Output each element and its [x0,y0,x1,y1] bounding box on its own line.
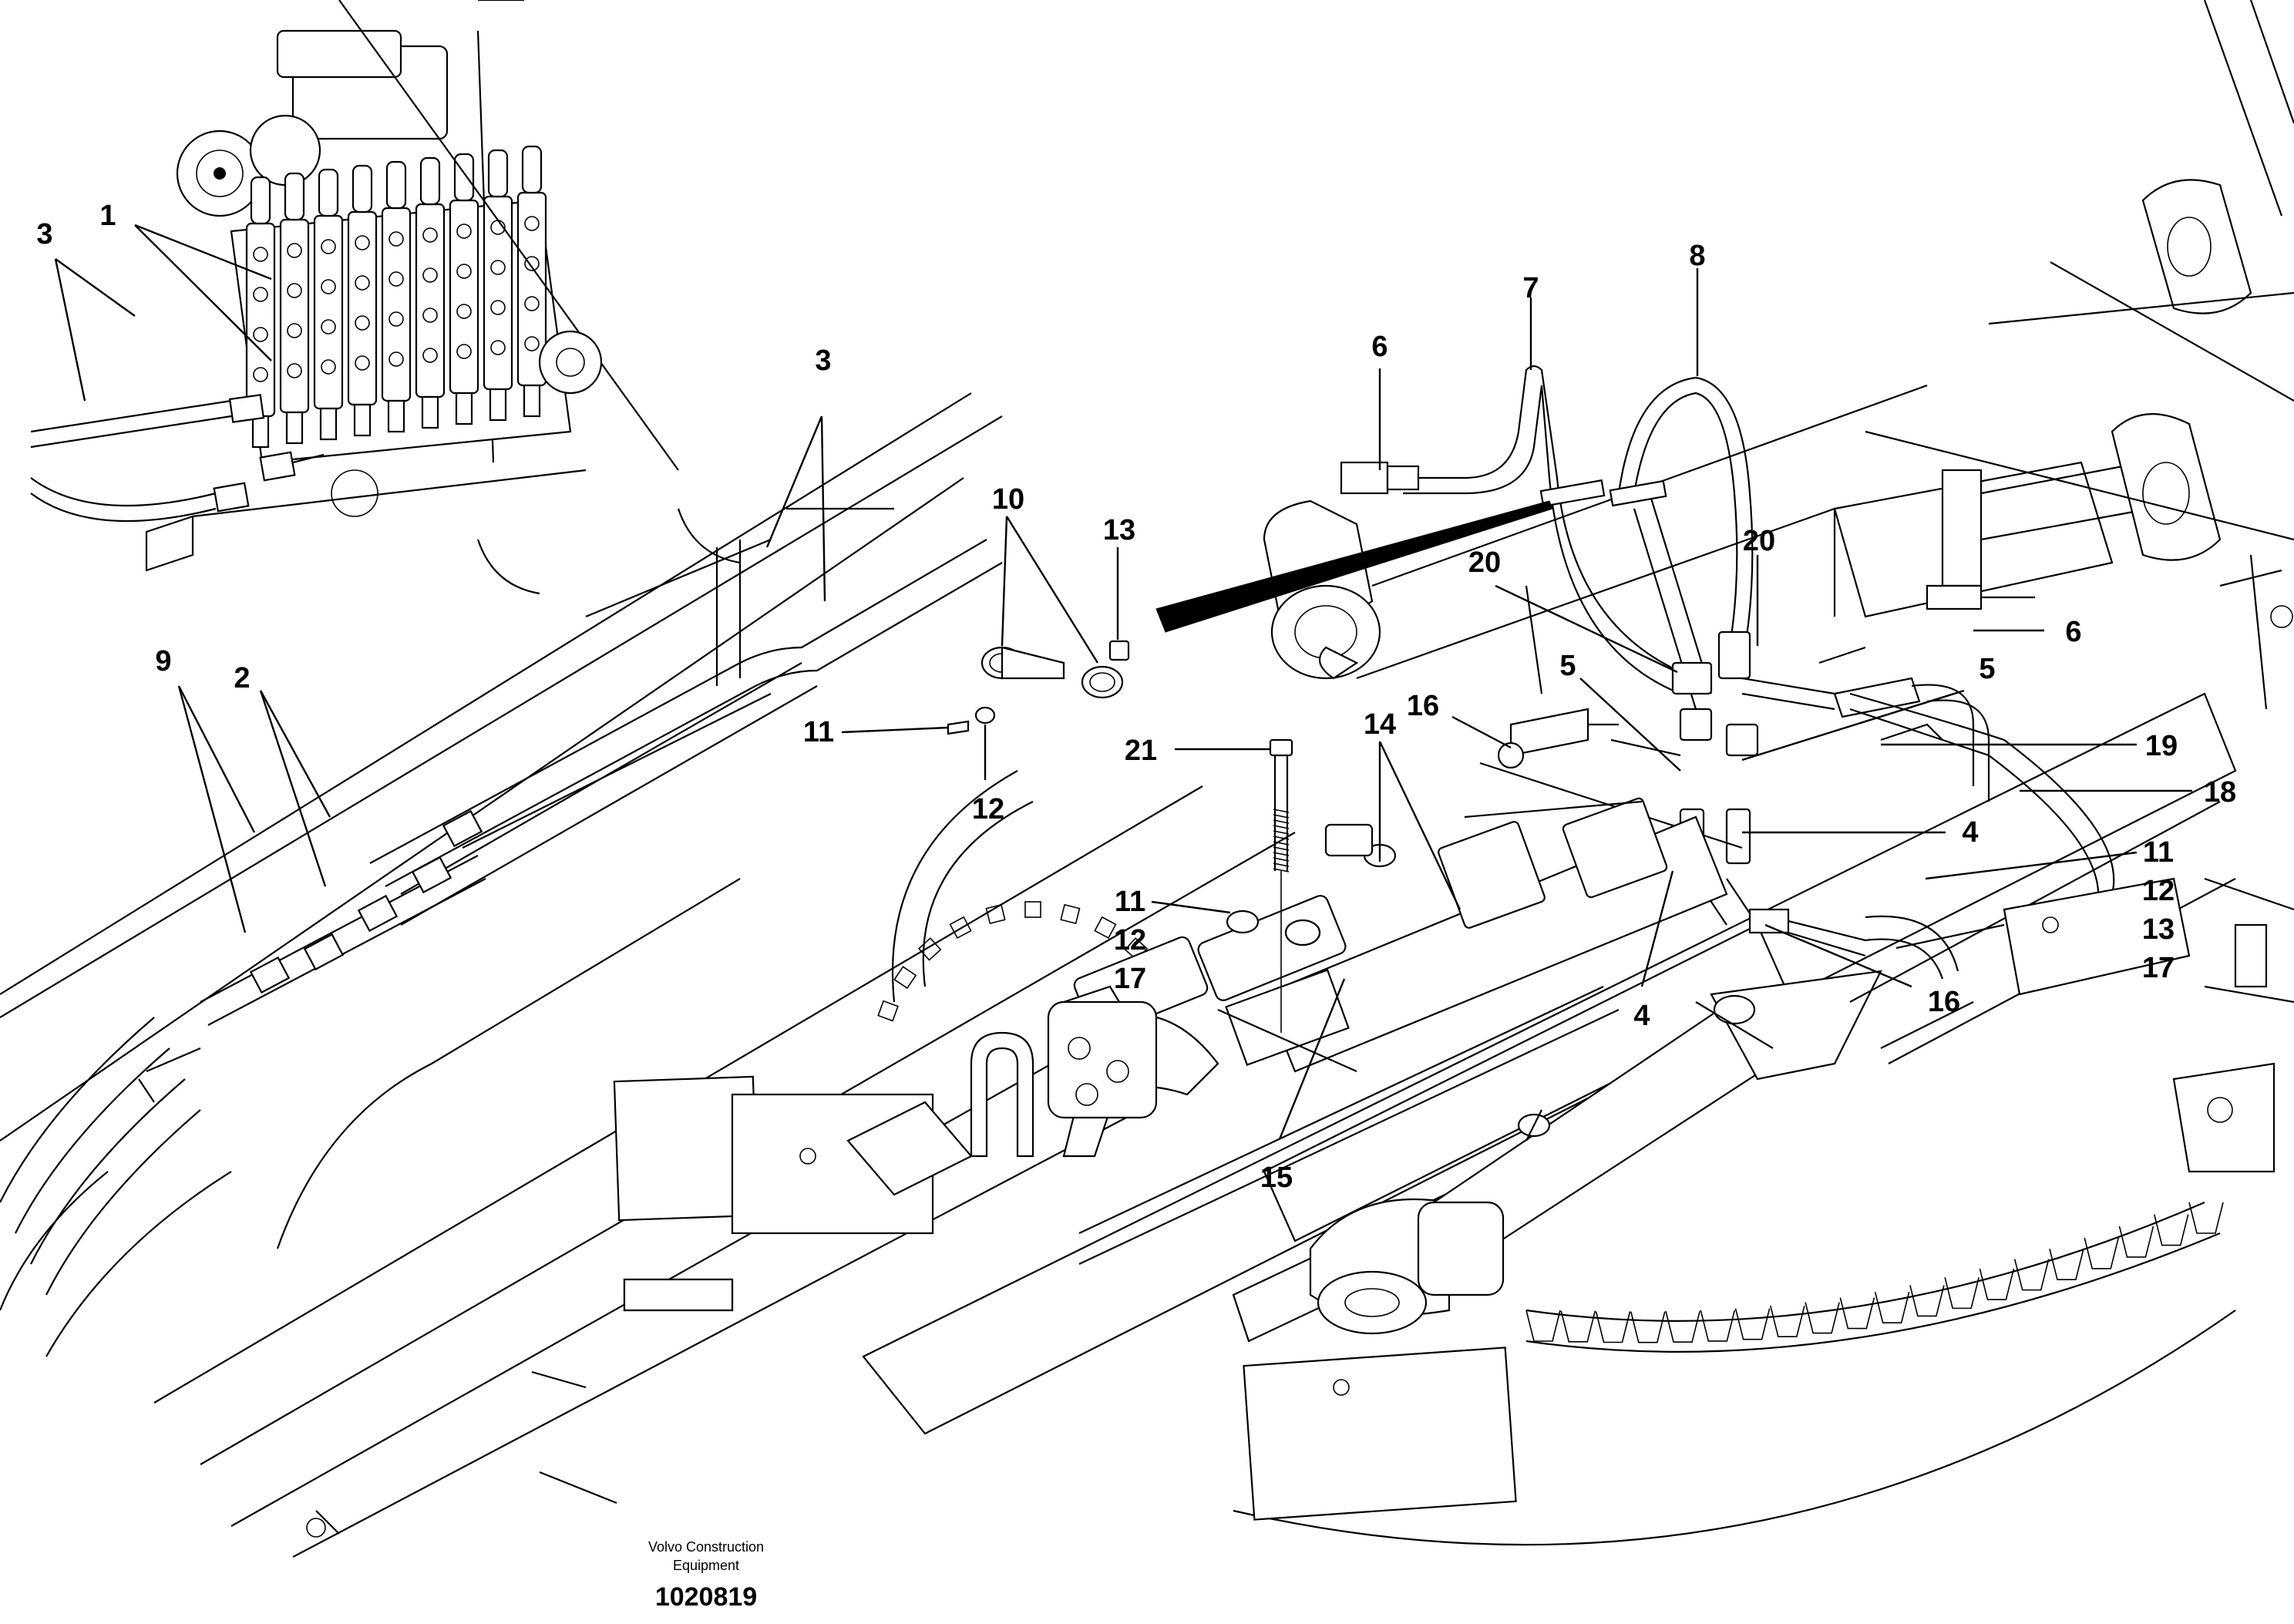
hydraulic-cylinder [1833,0,2294,710]
manufacturer-line-2: Equipment [673,1558,739,1573]
callout-3-left: 3 [36,218,52,250]
callout-12-right: 12 [2142,875,2175,907]
callout-13-clamp: 13 [1103,514,1135,546]
callout-17-right: 17 [2142,952,2175,984]
callout-10: 10 [992,483,1024,516]
callout-8: 8 [1689,240,1705,272]
callout-1: 1 [99,200,116,232]
lower-cylinder [970,797,1728,1158]
bolt-item-21 [1269,738,1293,1033]
callout-20-left: 20 [1468,546,1501,579]
callout-6-right: 6 [2065,616,2081,648]
callout-labels: 1 2 3 3 4 4 5 5 6 6 7 8 9 10 11 11 11 12… [36,200,2236,1194]
slew-ring [877,770,2236,1546]
callout-4-lower: 4 [1633,1000,1650,1032]
callout-17-lower: 17 [1114,963,1146,995]
callout-16-left: 16 [1407,690,1439,722]
callout-19: 19 [2145,730,2178,762]
callout-2: 2 [234,662,250,694]
misc-details [306,646,2294,1538]
tube-bundle [200,539,1003,1026]
callout-7: 7 [1522,272,1539,304]
hoses-left [30,394,325,523]
callout-16-right: 16 [1928,986,1960,1018]
hoses-upper [1340,365,2115,910]
callout-6-top: 6 [1371,331,1388,363]
drawing-footer: Volvo Construction Equipment 1020819 [648,1539,764,1612]
callout-18: 18 [2204,776,2236,809]
callout-14: 14 [1364,708,1396,741]
clamp-assembly [947,640,1130,735]
callout-12-clamp: 12 [972,793,1004,825]
callout-5-right: 5 [1979,653,1995,685]
center-beam [613,692,2276,1521]
line-art [0,0,2294,1558]
swivel-joint [1263,384,1928,694]
callout-11-right: 11 [2143,836,2174,869]
control-valve-block [145,0,679,572]
callout-4-right: 4 [1962,816,1978,849]
leader-lines [54,224,2192,1140]
callout-12-lower: 12 [1114,924,1146,957]
drawing-number: 1020819 [655,1582,757,1612]
callout-9: 9 [155,645,171,678]
manufacturer-line-1: Volvo Construction [648,1539,764,1555]
callout-11-lower: 11 [1115,886,1145,918]
callout-15: 15 [1260,1162,1293,1194]
callout-20-right: 20 [1743,525,1775,557]
callout-21: 21 [1125,735,1157,767]
callout-3-center: 3 [815,345,831,377]
direction-arrow [1155,500,1553,633]
callout-5-left: 5 [1559,650,1576,682]
callout-13-right: 13 [2142,913,2175,946]
callout-11-clamp: 11 [803,716,834,748]
